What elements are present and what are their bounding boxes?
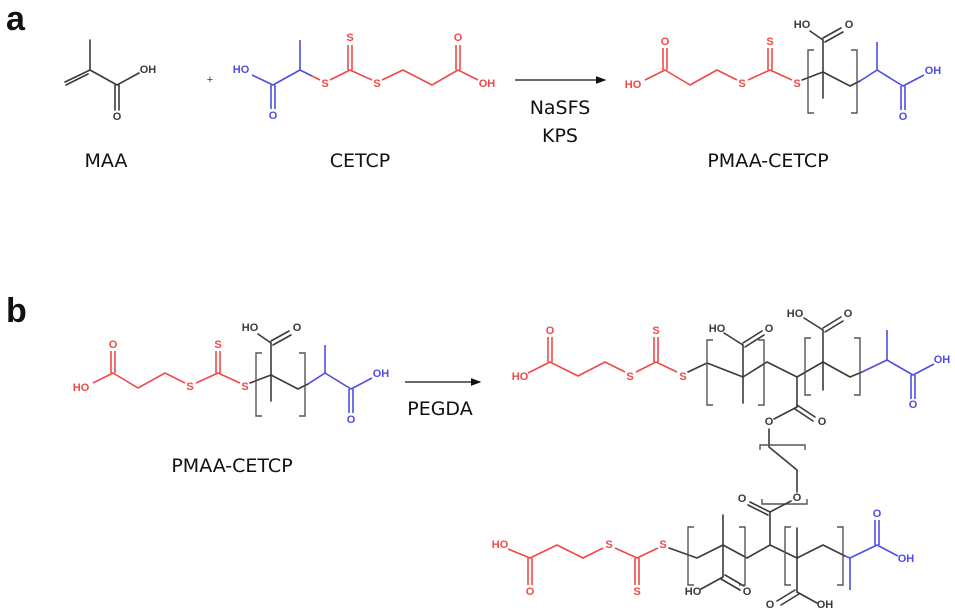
atom-label: S: [679, 371, 686, 383]
atom-label: OH: [817, 599, 834, 611]
panel-label-a: a: [6, 0, 26, 38]
reagent-nasfs: NaSFS: [530, 97, 591, 119]
atom-label: S: [652, 325, 659, 337]
pmaa-cetcp-product: [623, 18, 943, 124]
panel-label-b: b: [6, 292, 27, 330]
atom-label: OH: [934, 354, 951, 366]
atom-label: S: [659, 539, 666, 551]
atom-label: O: [546, 325, 555, 337]
atom-label: OH: [898, 553, 915, 565]
atom-label: S: [605, 539, 612, 551]
plus-sign: +: [207, 74, 213, 86]
atom-label: O: [844, 308, 853, 320]
atom-label: HO: [685, 586, 702, 598]
atom-label: O: [793, 492, 802, 504]
atom-label: HO: [512, 371, 529, 383]
reagent-pegda: PEGDA: [407, 398, 472, 420]
atom-label: O: [743, 586, 752, 598]
pmaa-cetcp-label-b: PMAA-CETCP: [171, 455, 292, 477]
atom-label: OH: [140, 64, 157, 76]
cetcp-structure: HO O S S S O OH: [233, 32, 496, 122]
maa-label: MAA: [85, 150, 128, 172]
atom-label: O: [113, 111, 122, 123]
atom-label: HO: [233, 64, 250, 76]
atom-label: HO: [709, 323, 726, 335]
pmaa-cetcp-label: PMAA-CETCP: [707, 150, 828, 172]
atom-label: O: [269, 110, 278, 122]
atom-label: O: [454, 32, 463, 44]
atom-label: O: [765, 323, 774, 335]
crosslinked-product-structure: HO O S S S HO O HO O O O OH O O O: [492, 308, 951, 611]
atom-label: S: [321, 78, 328, 90]
atom-label: S: [626, 371, 633, 383]
atom-label: O: [526, 586, 535, 598]
atom-label: S: [373, 78, 380, 90]
reagent-kps: KPS: [542, 125, 578, 147]
pmaa-cetcp-reactant: [71, 321, 391, 427]
cetcp-label: CETCP: [330, 150, 391, 172]
atom-label: S: [346, 32, 353, 44]
atom-label: O: [909, 399, 918, 411]
maa-structure: OH O: [64, 39, 157, 123]
atom-label: O: [765, 416, 774, 428]
atom-label: S: [633, 586, 640, 598]
atom-label: O: [738, 493, 747, 505]
atom-label: O: [766, 599, 775, 611]
atom-label: OH: [479, 78, 496, 90]
atom-label: O: [873, 508, 882, 520]
atom-label: O: [818, 416, 827, 428]
atom-label: HO: [787, 308, 804, 320]
atom-label: HO: [492, 539, 509, 551]
